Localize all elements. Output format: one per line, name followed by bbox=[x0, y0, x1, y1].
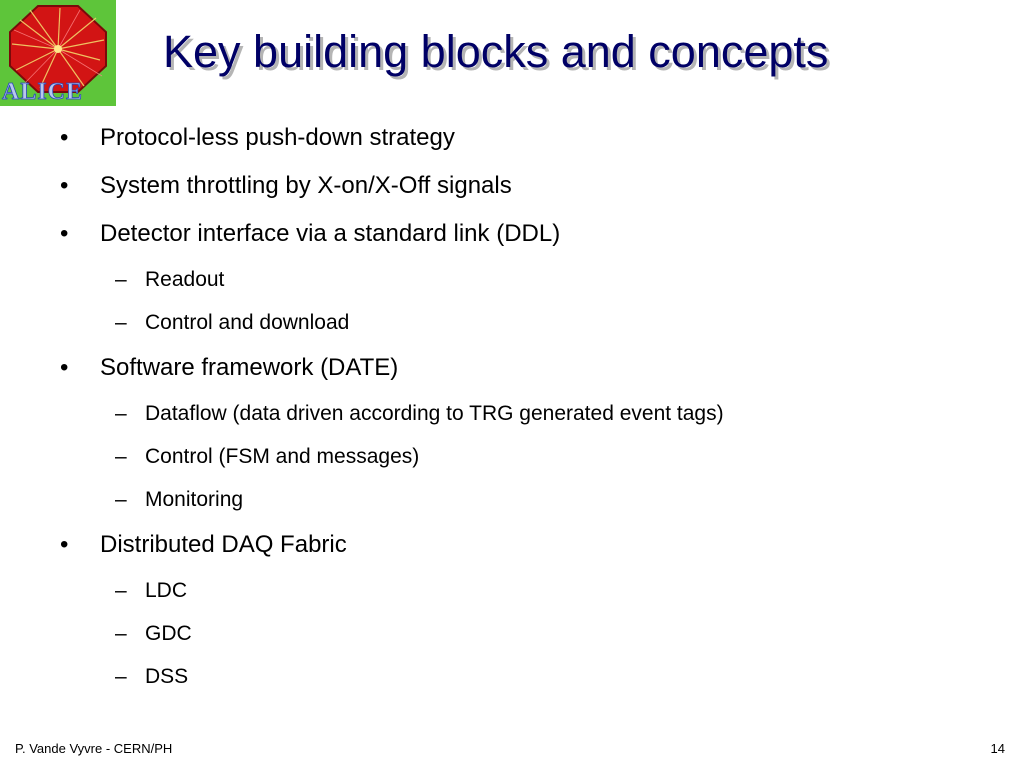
sub-bullet-text: GDC bbox=[145, 622, 192, 645]
slide-content: Protocol-less push-down strategy System … bbox=[60, 118, 980, 702]
sub-bullet-item: Monitoring bbox=[100, 482, 980, 517]
sub-bullet-item: LDC bbox=[100, 573, 980, 608]
slide-title: Key building blocks and concepts bbox=[163, 26, 829, 77]
sub-bullet-item: Dataflow (data driven according to TRG g… bbox=[100, 396, 980, 431]
bullet-text: Software framework (DATE) bbox=[100, 354, 399, 381]
sub-bullet-text: Dataflow (data driven according to TRG g… bbox=[145, 402, 724, 425]
sub-bullet-text: Control (FSM and messages) bbox=[145, 445, 420, 468]
sub-bullet-text: LDC bbox=[145, 579, 188, 602]
alice-logo: ALICE bbox=[0, 0, 116, 106]
sub-bullet-text: Control and download bbox=[145, 311, 350, 334]
bullet-item: Detector interface via a standard link (… bbox=[60, 214, 980, 340]
bullet-text: Detector interface via a standard link (… bbox=[100, 220, 561, 247]
sub-bullet-item: Control (FSM and messages) bbox=[100, 439, 980, 474]
bullet-text: Protocol-less push-down strategy bbox=[100, 124, 455, 151]
sub-bullet-item: GDC bbox=[100, 616, 980, 651]
bullet-item: Software framework (DATE) Dataflow (data… bbox=[60, 348, 980, 517]
sub-bullet-text: DSS bbox=[145, 665, 189, 688]
footer-author: P. Vande Vyvre - CERN/PH bbox=[15, 741, 173, 756]
alice-octagon-icon bbox=[0, 0, 116, 106]
sub-bullet-item: Readout bbox=[100, 262, 980, 297]
sub-bullet-item: DSS bbox=[100, 659, 980, 694]
page-number: 14 bbox=[990, 741, 1005, 756]
sub-bullet-text: Readout bbox=[145, 268, 225, 291]
sub-bullet-item: Control and download bbox=[100, 305, 980, 340]
sub-bullet-list: Dataflow (data driven according to TRG g… bbox=[100, 396, 980, 517]
bullet-text: Distributed DAQ Fabric bbox=[100, 531, 347, 558]
sub-bullet-list: LDC GDC DSS bbox=[100, 573, 980, 694]
bullet-item: Distributed DAQ Fabric LDC GDC DSS bbox=[60, 525, 980, 694]
bullet-text: System throttling by X-on/X-Off signals bbox=[100, 172, 512, 199]
logo-wordmark: ALICE bbox=[2, 79, 84, 105]
bullet-list: Protocol-less push-down strategy System … bbox=[60, 118, 980, 694]
bullet-item: System throttling by X-on/X-Off signals bbox=[60, 166, 980, 206]
sub-bullet-text: Monitoring bbox=[145, 488, 244, 511]
bullet-item: Protocol-less push-down strategy bbox=[60, 118, 980, 158]
sub-bullet-list: Readout Control and download bbox=[100, 262, 980, 340]
